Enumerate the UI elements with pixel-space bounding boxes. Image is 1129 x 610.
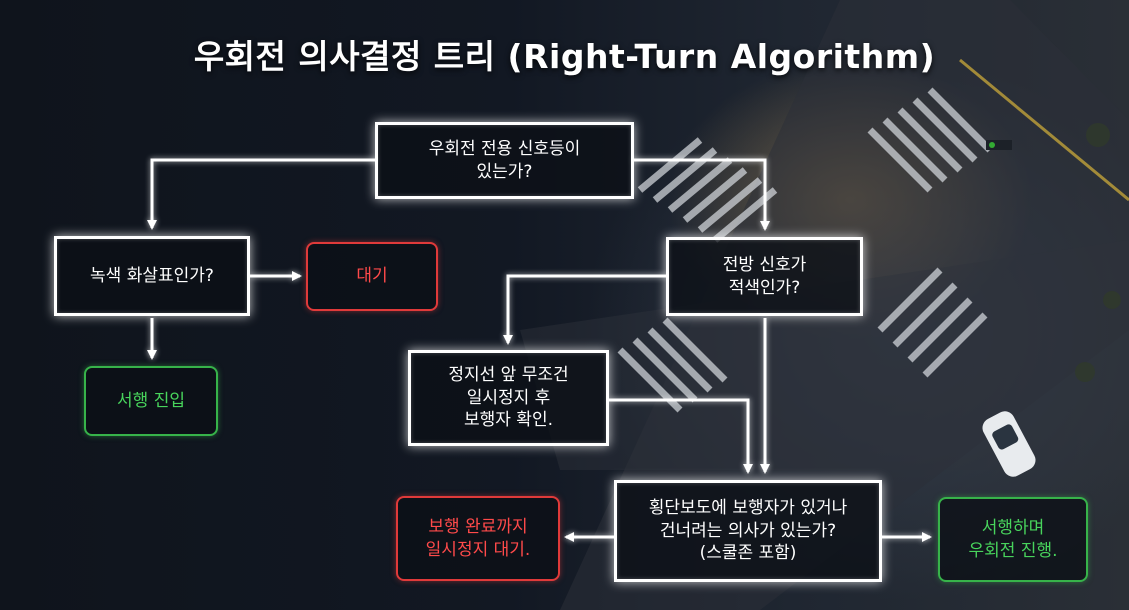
car-illustration [982, 411, 1036, 477]
connector-arrow-signal-yes [632, 158, 770, 231]
node-pedestrian-question: 횡단보도에 보행자가 있거나 건너려는 의사가 있는가? (스쿨존 포함) [614, 480, 882, 582]
node-stop-check: 정지선 앞 무조건 일시정지 후 보행자 확인. [408, 350, 609, 446]
page-title: 우회전 의사결정 트리 (Right-Turn Algorithm) [193, 37, 936, 76]
node-proceed: 서행하며 우회전 진행. [938, 497, 1088, 582]
connector-arrow-signal-no [147, 158, 377, 230]
node-green-arrow-question: 녹색 화살표인가? [54, 236, 250, 316]
connector-stop-to-pedestrian [609, 398, 753, 474]
node-front-red-question: 전방 신호가 적색인가? [666, 237, 863, 316]
node-stop-wait: 보행 완료까지 일시정지 대기. [396, 496, 560, 581]
node-wait: 대기 [306, 242, 438, 311]
node-enter-slow: 서행 진입 [84, 366, 218, 436]
node-arrow-signal-question: 우회전 전용 신호등이 있는가? [375, 122, 634, 199]
connector-front-red-to-stop [503, 274, 668, 345]
